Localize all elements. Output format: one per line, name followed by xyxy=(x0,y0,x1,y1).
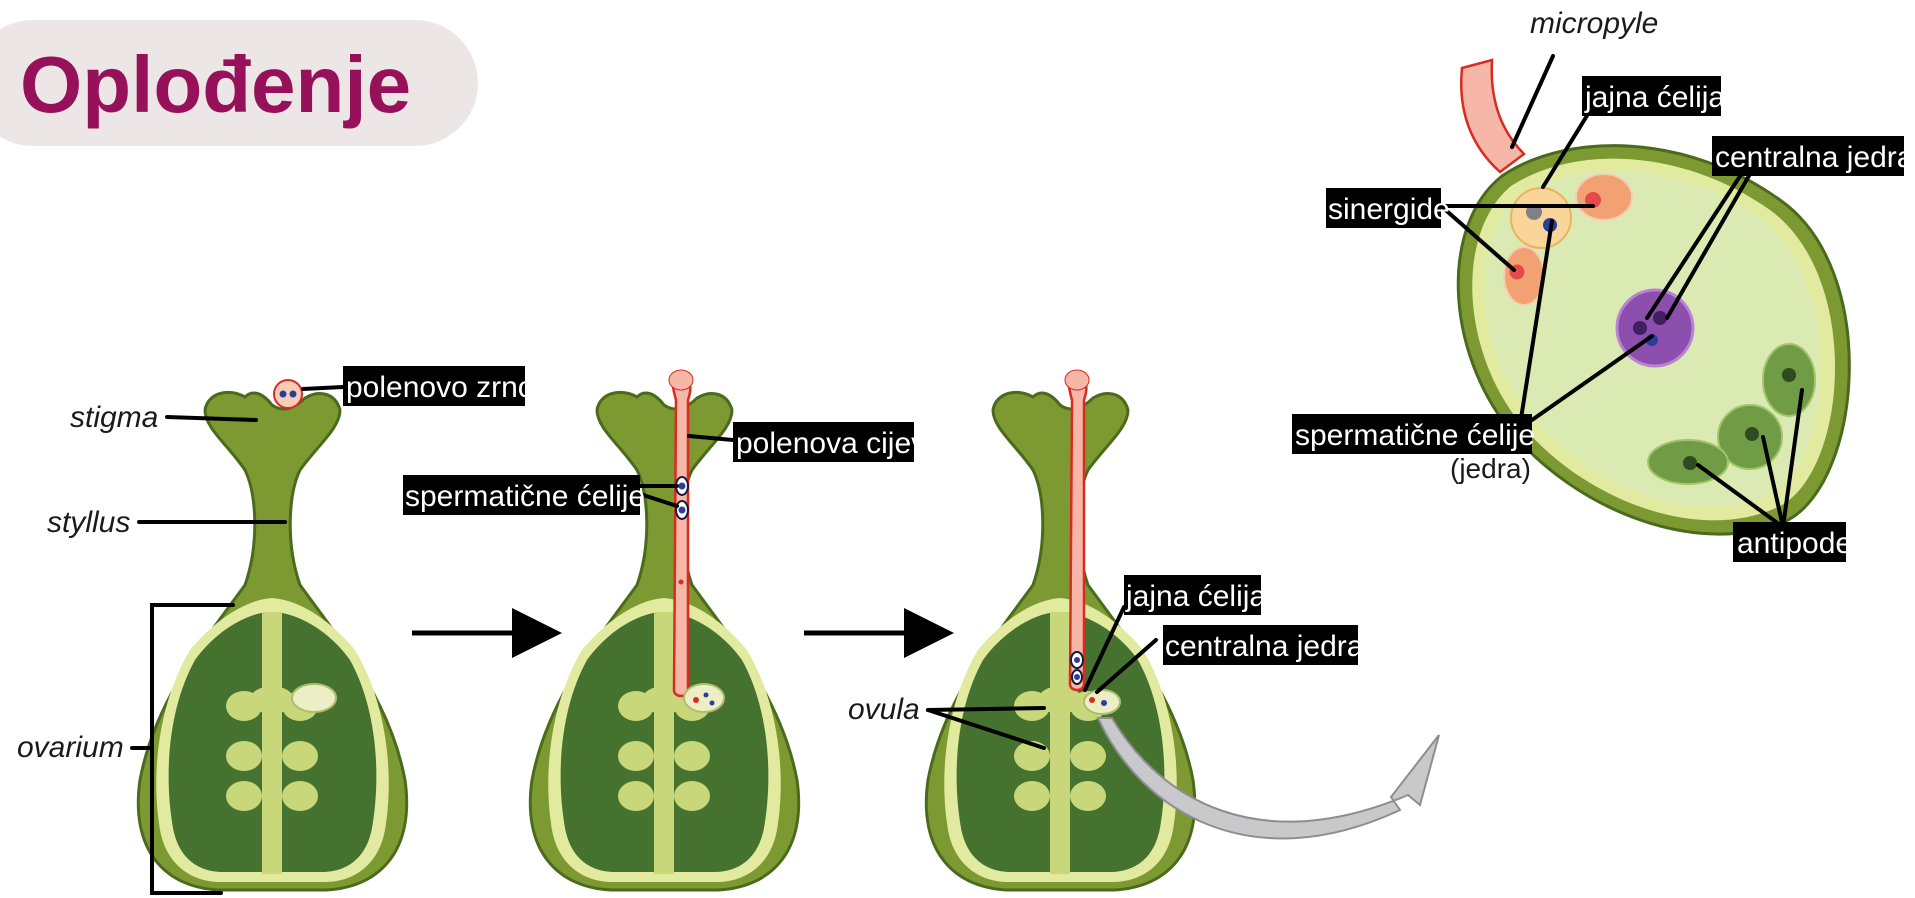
label-antipode: antipode xyxy=(1737,527,1852,560)
label-centralna-jedra-top: centralna jedra xyxy=(1715,141,1914,174)
egg-cell xyxy=(1511,188,1571,248)
label-stigma: stigma xyxy=(70,401,158,434)
label-polenovo-zrno: polenovo zrno xyxy=(346,371,534,404)
label-jajna-celija-top: jajna ćelija xyxy=(1584,81,1725,114)
ovule-1 xyxy=(292,684,336,712)
label-sinergide: sinergide xyxy=(1328,193,1450,226)
label-spermaticne-celije-top: spermatične ćelije xyxy=(1295,419,1535,452)
page-title: Oplođenje xyxy=(20,40,411,129)
pistil-stage-1 xyxy=(138,380,406,890)
label-spermaticne-celije-mid: spermatične ćelije xyxy=(405,480,645,513)
label-centralna-jedra-mid: centralna jedra xyxy=(1165,630,1364,663)
label-polenova-cijev: polenova cijev xyxy=(736,427,926,460)
label-jedra: (jedra) xyxy=(1450,453,1531,484)
label-stylus: styllus xyxy=(47,506,130,539)
pollen-grain xyxy=(274,380,302,408)
label-micropyle: micropyle xyxy=(1530,7,1658,40)
pistil-stage-3 xyxy=(926,370,1194,890)
label-jajna-celija-mid: jajna ćelija xyxy=(1125,580,1266,613)
label-ovarium: ovarium xyxy=(17,731,124,764)
label-ovula: ovula xyxy=(848,693,920,726)
